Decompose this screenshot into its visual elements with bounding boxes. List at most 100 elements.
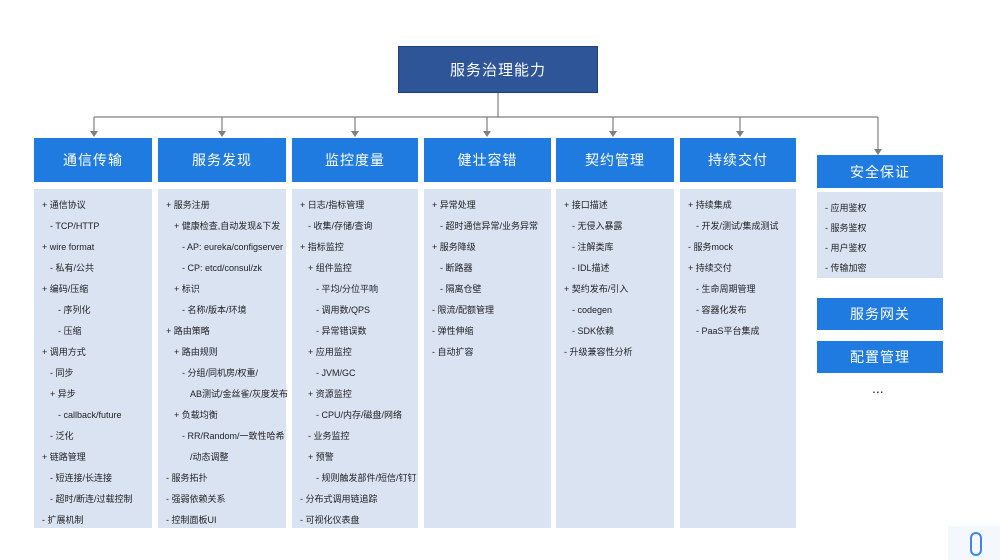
column-item: - 限流/配额管理 xyxy=(432,305,494,315)
column-item: + wire format xyxy=(42,242,95,252)
column-header-discovery: 服务发现 xyxy=(158,138,286,182)
column-header-delivery: 持续交付 xyxy=(680,138,796,182)
column-item: - RR/Random/一致性哈希 xyxy=(182,431,285,441)
column-item: + 资源监控 xyxy=(308,389,352,399)
column-item: + 预警 xyxy=(308,452,334,462)
column-item: - 扩展机制 xyxy=(42,515,84,525)
column-item: - 超时通信异常/业务异常 xyxy=(440,221,538,231)
column-item: - 分布式调用链追踪 xyxy=(300,494,378,504)
side-box-gateway: 服务网关 xyxy=(817,298,943,330)
column-body-comm: + 通信协议 - TCP/HTTP + wire format - 私有/公共 + 编码… xyxy=(34,189,152,528)
security-title: 安全保证 xyxy=(850,163,910,180)
column-item: - PaaS平台集成 xyxy=(696,326,760,336)
column-item: - 业务监控 xyxy=(308,431,350,441)
column-body-robust: + 异常处理 - 超时通信异常/业务异常 + 服务降级 - 断路器 - 隔离仓壁 - 限流… xyxy=(424,189,551,528)
column-item: + 异步 xyxy=(50,389,76,399)
column-item: + 异常处理 xyxy=(432,200,476,210)
column-item: AB测试/金丝雀/灰度发布 xyxy=(190,389,289,399)
column-item: - 同步 xyxy=(50,368,74,378)
side-box-config: 配置管理 xyxy=(817,341,943,373)
column-item: + 调用方式 xyxy=(42,347,86,357)
column-item: - JVM/GC xyxy=(316,368,356,378)
column-item: + 组件监控 xyxy=(308,263,352,273)
column-item: - 开发/测试/集成测试 xyxy=(696,221,779,231)
column-body-delivery: + 持续集成 - 开发/测试/集成测试 - 服务mock + 持续交付 - 生命周期管理… xyxy=(680,189,796,528)
column-item: - 超时/断连/过载控制 xyxy=(50,494,133,504)
column-item: + 负载均衡 xyxy=(174,410,218,420)
side-body-security: - 应用鉴权 - 服务鉴权 - 用户鉴权 - 传输加密 xyxy=(817,192,943,278)
column-item: - IDL描述 xyxy=(572,263,610,273)
corner-logo-icon xyxy=(948,526,1000,560)
gateway-title: 服务网关 xyxy=(850,306,910,322)
column-body-discovery: + 服务注册 + 健康检查,自动发现&下发 - AP: eureka/configs… xyxy=(158,189,289,528)
column-item: - 容器化发布 xyxy=(696,305,747,315)
column-item: - 生命周期管理 xyxy=(696,284,756,294)
security-item: - 传输加密 xyxy=(825,263,867,273)
column-item: + 日志/指标管理 xyxy=(300,200,365,210)
column-header-monitor: 监控度量 xyxy=(292,138,418,182)
column-item: - 断路器 xyxy=(440,263,473,273)
column-title: 通信传输 xyxy=(63,152,123,168)
column-header-robust: 健壮容错 xyxy=(424,138,551,182)
column-item: - 泛化 xyxy=(50,431,74,441)
column-item: - TCP/HTTP xyxy=(50,221,100,231)
column-item: - 隔离仓壁 xyxy=(440,284,482,294)
column-item: - AP: eureka/configserver xyxy=(182,242,284,252)
column-item: - 强弱依赖关系 xyxy=(166,494,226,504)
column-item: - 注解类库 xyxy=(572,242,614,252)
column-item: + 编码/压缩 xyxy=(42,284,89,294)
column-item: - 规则触发部件/短信/钉钉 xyxy=(316,473,417,483)
column-item: - codegen xyxy=(572,305,613,315)
column-item: + 路由规则 xyxy=(174,347,218,357)
more-ellipsis: ... xyxy=(872,380,884,396)
column-item: + 持续集成 xyxy=(688,200,732,210)
column-item: - 平均/分位平响 xyxy=(316,284,378,294)
column-item: - SDK依赖 xyxy=(572,326,615,336)
root-node: 服务治理能力 xyxy=(398,46,598,93)
column-item: - 名称/版本/环境 xyxy=(182,305,247,315)
column-item: - CP: etcd/consul/zk xyxy=(182,263,263,273)
column-item: + 应用监控 xyxy=(308,347,352,357)
column-title: 监控度量 xyxy=(325,152,385,168)
column-item: + 服务降级 xyxy=(432,242,476,252)
column-item: - 无侵入暴露 xyxy=(572,221,623,231)
column-item: - 调用数/QPS xyxy=(316,305,371,315)
security-item: - 用户鉴权 xyxy=(825,243,867,253)
column-title: 持续交付 xyxy=(708,152,768,168)
column-header-comm: 通信传输 xyxy=(34,138,152,182)
column-body-monitor: + 日志/指标管理 - 收集/存储/查询 + 指标监控 + 组件监控 - 平均/分位平响… xyxy=(292,189,418,528)
column-title: 健壮容错 xyxy=(457,152,518,168)
column-item: - 服务拓扑 xyxy=(166,473,208,483)
column-item: - CPU/内存/磁盘/网络 xyxy=(316,410,403,420)
column-item: - 序列化 xyxy=(58,305,91,315)
column-item: - 自动扩容 xyxy=(432,347,474,357)
column-item: - 升级兼容性分析 xyxy=(564,347,633,357)
column-item: - 短连接/长连接 xyxy=(50,473,112,483)
column-item: + 标识 xyxy=(174,284,200,294)
column-item: + 服务注册 xyxy=(166,200,210,210)
column-item: - 分组/同机房/权重/ xyxy=(182,368,258,378)
column-item: - 服务mock xyxy=(688,242,734,252)
column-body-contract: + 接口描述 - 无侵入暴露 - 注解类库 - IDL描述 + 契约发布/引入 - cod… xyxy=(556,189,674,528)
security-item: - 应用鉴权 xyxy=(825,203,867,213)
column-item: + 指标监控 xyxy=(300,242,344,252)
column-item: + 链路管理 xyxy=(42,452,86,462)
column-item: + 通信协议 xyxy=(42,200,86,210)
column-item: - 异常错误数 xyxy=(316,326,367,336)
column-item: - 收集/存储/查询 xyxy=(308,221,373,231)
column-title: 服务发现 xyxy=(192,152,252,168)
config-title: 配置管理 xyxy=(850,349,910,365)
column-item: - 弹性伸缩 xyxy=(432,326,474,336)
security-item: - 服务鉴权 xyxy=(825,223,867,233)
column-item: - 私有/公共 xyxy=(50,263,94,273)
column-item: - 可视化仪表盘 xyxy=(300,515,360,525)
column-header-contract: 契约管理 xyxy=(556,138,674,182)
column-item: + 契约发布/引入 xyxy=(564,284,629,294)
side-header-security: 安全保证 xyxy=(817,155,943,188)
column-item: + 接口描述 xyxy=(564,200,608,210)
column-item: - 压缩 xyxy=(58,326,82,336)
column-title: 契约管理 xyxy=(585,152,645,168)
column-item: + 持续交付 xyxy=(688,263,732,273)
column-item: + 路由策略 xyxy=(166,326,210,336)
column-item: + 健康检查,自动发现&下发 xyxy=(174,221,281,231)
